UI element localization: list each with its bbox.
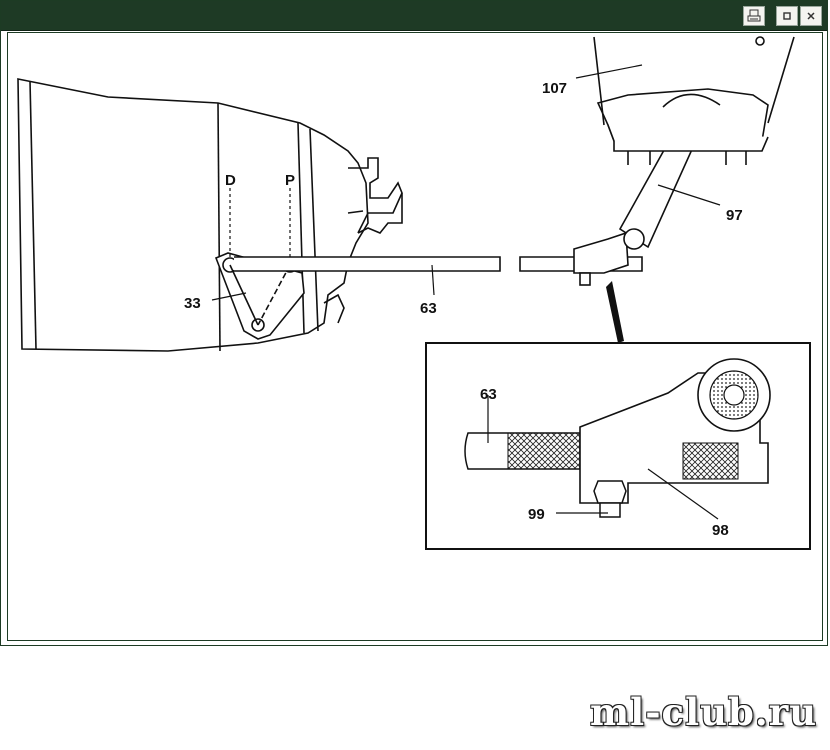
maximize-button[interactable] (776, 6, 798, 26)
label-inset-63: 63 (480, 386, 497, 403)
arm-97 (618, 142, 696, 250)
watermark: ml-club.ru (590, 690, 820, 740)
close-button[interactable] (800, 6, 822, 26)
label-97: 97 (726, 207, 743, 224)
transmission-housing (17, 78, 403, 352)
viewer-window: D P 107 97 33 63 63 99 98 (0, 0, 828, 646)
diagram-area: D P 107 97 33 63 63 99 98 (7, 32, 823, 641)
detail-pointer (606, 281, 624, 343)
label-98: 98 (712, 522, 729, 539)
selector-107 (593, 36, 795, 165)
leader-lines (211, 64, 721, 520)
linkage-diagram: D P 107 97 33 63 63 99 98 (17, 36, 811, 550)
label-63: 63 (420, 300, 437, 317)
label-107: 107 (542, 80, 567, 97)
watermark-text: ml-club.ru (590, 690, 818, 734)
maximize-icon (783, 12, 791, 20)
detail-inset (425, 342, 811, 550)
rod-clamp (573, 231, 629, 286)
title-bar (1, 1, 827, 31)
print-icon (747, 9, 761, 22)
label-99: 99 (528, 506, 545, 523)
label-d: D (225, 172, 236, 189)
label-p: P (285, 172, 295, 189)
close-icon (807, 12, 815, 20)
print-button[interactable] (743, 6, 765, 26)
label-33: 33 (184, 295, 201, 312)
